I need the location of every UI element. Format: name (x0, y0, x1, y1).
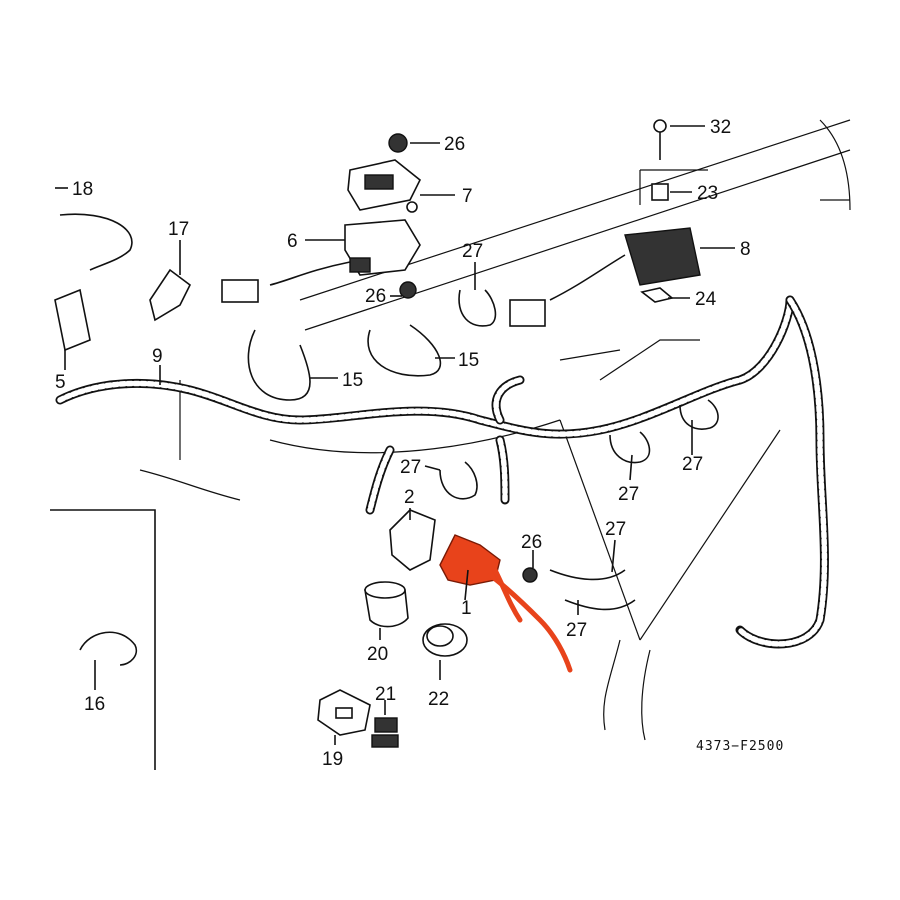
label-27-e: 27 (605, 519, 626, 540)
label-8: 8 (740, 239, 751, 260)
diagram-code: 4373−F2500 (696, 739, 784, 754)
label-26-top: 26 (444, 134, 465, 155)
part-20-cylinder (364, 581, 409, 628)
label-26-mid: 26 (365, 286, 386, 307)
label-6: 6 (287, 231, 298, 252)
part-8-regulator (509, 227, 701, 327)
label-18: 18 (72, 179, 93, 200)
bracket-23 (639, 169, 708, 205)
label-20: 20 (367, 644, 388, 665)
label-27-f: 27 (566, 620, 587, 641)
label-7: 7 (462, 186, 473, 207)
part-5-plug (54, 213, 133, 352)
label-9: 9 (152, 346, 163, 367)
frame-outline (139, 119, 851, 741)
label-15-right: 15 (458, 350, 479, 371)
label-27-b: 27 (400, 457, 421, 478)
label-24: 24 (695, 289, 717, 310)
part-6-unit (221, 219, 421, 303)
label-23: 23 (697, 183, 718, 204)
label-1: 1 (461, 598, 472, 619)
label-26-low: 26 (521, 532, 542, 553)
part-22-ring (422, 623, 468, 657)
label-19: 19 (322, 749, 343, 770)
label-32: 32 (710, 117, 731, 138)
label-27-d: 27 (618, 484, 639, 505)
part-17-clip (149, 268, 192, 322)
callout-labels: 18 26 7 32 23 6 8 17 27 24 26 9 15 5 15 … (55, 117, 751, 770)
wire-harness (55, 295, 829, 649)
label-27-c: 27 (682, 454, 703, 475)
part-15-bands (247, 324, 442, 401)
hardware-items (388, 119, 674, 583)
part-1-highlighted (439, 534, 573, 673)
label-2: 2 (404, 487, 415, 508)
inset-box (50, 509, 156, 770)
part-2-plate (389, 509, 436, 571)
label-17: 17 (168, 219, 189, 240)
label-15-left: 15 (342, 370, 363, 391)
part-7-bracket (347, 159, 422, 211)
label-5: 5 (55, 372, 66, 393)
label-27-a: 27 (462, 241, 483, 262)
part-21-connector (371, 717, 399, 748)
part-19-relay (317, 689, 371, 736)
label-22: 22 (428, 689, 449, 710)
label-16: 16 (84, 694, 105, 715)
label-21: 21 (375, 684, 396, 705)
part-27-clips (439, 289, 719, 611)
part-16-clamp (79, 631, 138, 666)
leader-lines (55, 125, 735, 745)
